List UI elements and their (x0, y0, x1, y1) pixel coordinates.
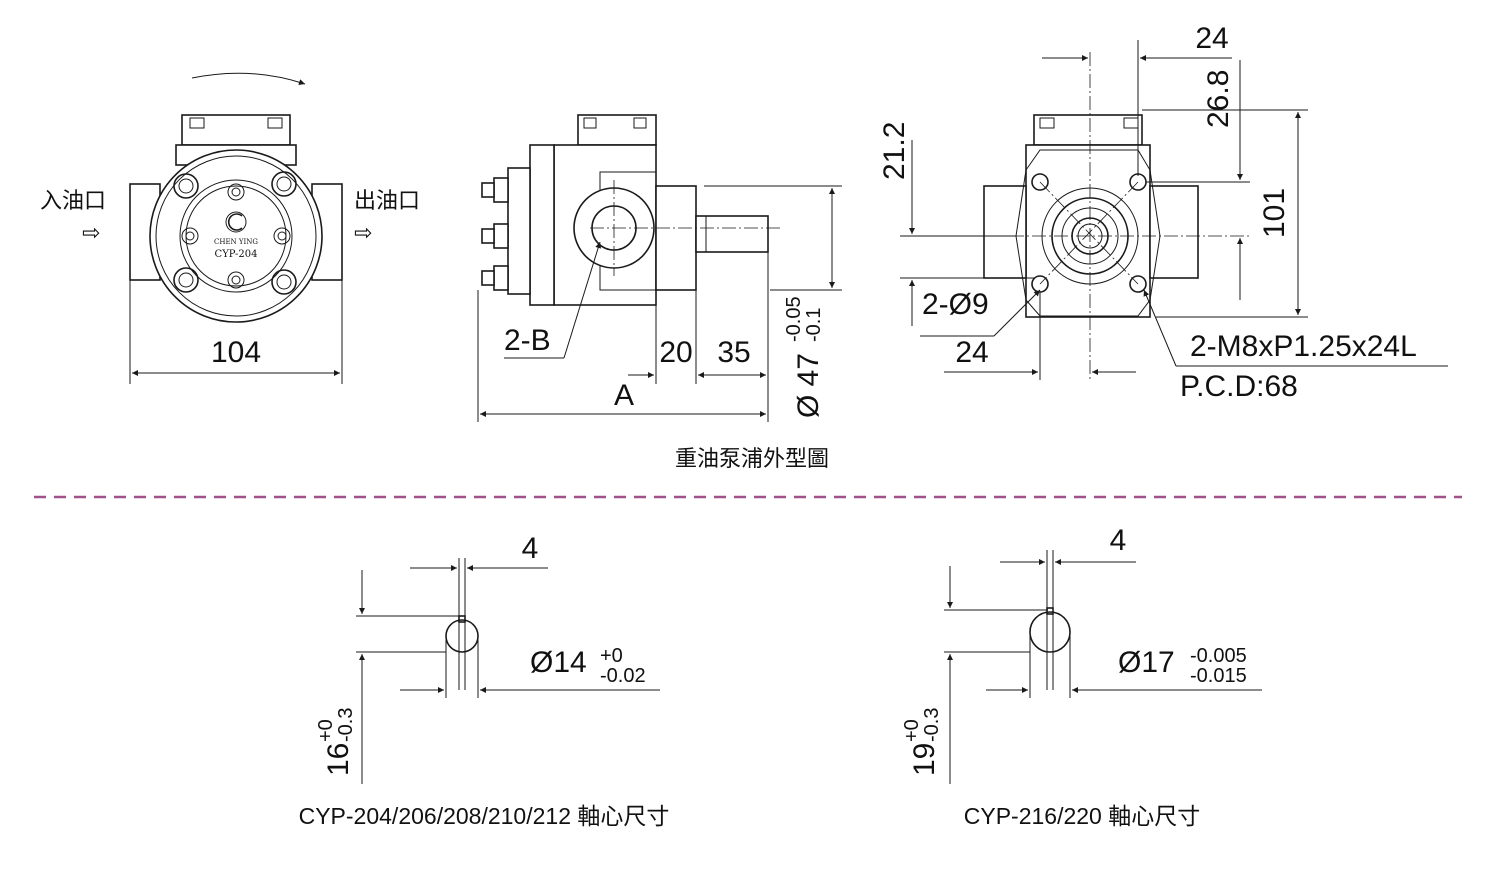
inlet-label: 入油口 (40, 189, 106, 214)
front-view: CYP-204 CHEN YING 入油口 ⇨ 出油口 ⇨ 104 (40, 72, 420, 384)
front-bolts (173, 171, 297, 295)
side-bolt-heads (481, 177, 509, 291)
flange-holes-label: 2-Ø9 (922, 288, 989, 321)
shaft-detail-1: 4 Ø14 +0 -0.02 16 +0 -0.3 CYP-204/206/20… (299, 532, 670, 829)
shaft1-caption: CYP-204/206/208/210/212 軸心尺寸 (299, 803, 670, 829)
shaft2-dia-tol-lower: -0.015 (1190, 665, 1247, 687)
shaft2-height-tol-lower: -0.3 (921, 708, 943, 742)
flange-dim-top-24: 24 (1195, 22, 1228, 55)
shaft2-diameter: Ø17 (1118, 646, 1175, 679)
inlet-arrow-icon: ⇨ (82, 221, 100, 246)
flange-dim-26-8: 26.8 (1202, 70, 1235, 128)
side-shaft (695, 215, 769, 253)
shaft2-height: 19 (908, 743, 941, 776)
mounting-hole (1129, 275, 1147, 293)
nameplate-model: CYP-204 (215, 249, 258, 260)
front-top-boss (181, 114, 291, 146)
drawing-caption: 重油泵浦外型圖 (675, 447, 829, 472)
side-height-dim: Ø 47 (792, 353, 825, 418)
shaft1-dia-tol-lower: -0.02 (600, 665, 646, 687)
shaft1-height-tol-upper: +0 (315, 719, 337, 742)
flange-dim-bottom-24: 24 (955, 336, 988, 369)
flange-dim-21-2: 21.2 (878, 122, 911, 180)
side-dim-35: 35 (717, 336, 750, 369)
side-length-a: A (614, 379, 634, 412)
brand-logo-icon (225, 211, 247, 233)
shaft1-diameter: Ø14 (530, 646, 587, 679)
shaft1-dia-tol-upper: +0 (600, 645, 623, 667)
front-width-dim: 104 (211, 336, 261, 369)
side-height-tol-lower: -0.1 (803, 308, 825, 342)
flange-view: 24 26.8 101 21.2 2-Ø9 24 (878, 22, 1448, 403)
outlet-arrow-icon: ⇨ (354, 221, 372, 246)
shaft2-caption: CYP-216/220 軸心尺寸 (964, 803, 1200, 829)
shaft-detail-2: 4 Ø17 -0.005 -0.015 19 +0 -0.3 CYP-216/2… (901, 524, 1262, 829)
shaft1-height-tol-lower: -0.3 (335, 708, 357, 742)
side-dim-20: 20 (659, 336, 692, 369)
mounting-hole (1031, 173, 1049, 191)
side-height-tol-upper: -0.05 (783, 296, 805, 342)
side-port-label: 2-B (504, 324, 551, 357)
flange-thread-label: 2-M8xP1.25x24L (1190, 330, 1417, 363)
rotation-arrow-icon (191, 72, 306, 85)
nameplate-brand: CHEN YING (214, 238, 258, 246)
shaft-section-circle (1029, 611, 1071, 653)
flange-dim-101: 101 (1258, 188, 1291, 238)
shaft2-dia-tol-upper: -0.005 (1190, 645, 1247, 667)
shaft1-key-width: 4 (522, 532, 539, 565)
outlet-label: 出油口 (354, 189, 420, 214)
shaft2-height-tol-upper: +0 (901, 719, 923, 742)
shaft2-key-width: 4 (1110, 524, 1127, 557)
flange-pcd-label: P.C.D:68 (1180, 370, 1298, 403)
shaft-section-circle (445, 619, 479, 653)
front-body-circle (149, 149, 323, 323)
side-view: 2-B Ø 47 -0.05 -0.1 20 35 A (477, 114, 842, 422)
outlet-port-boss (311, 183, 343, 281)
shaft1-height: 16 (322, 743, 355, 776)
